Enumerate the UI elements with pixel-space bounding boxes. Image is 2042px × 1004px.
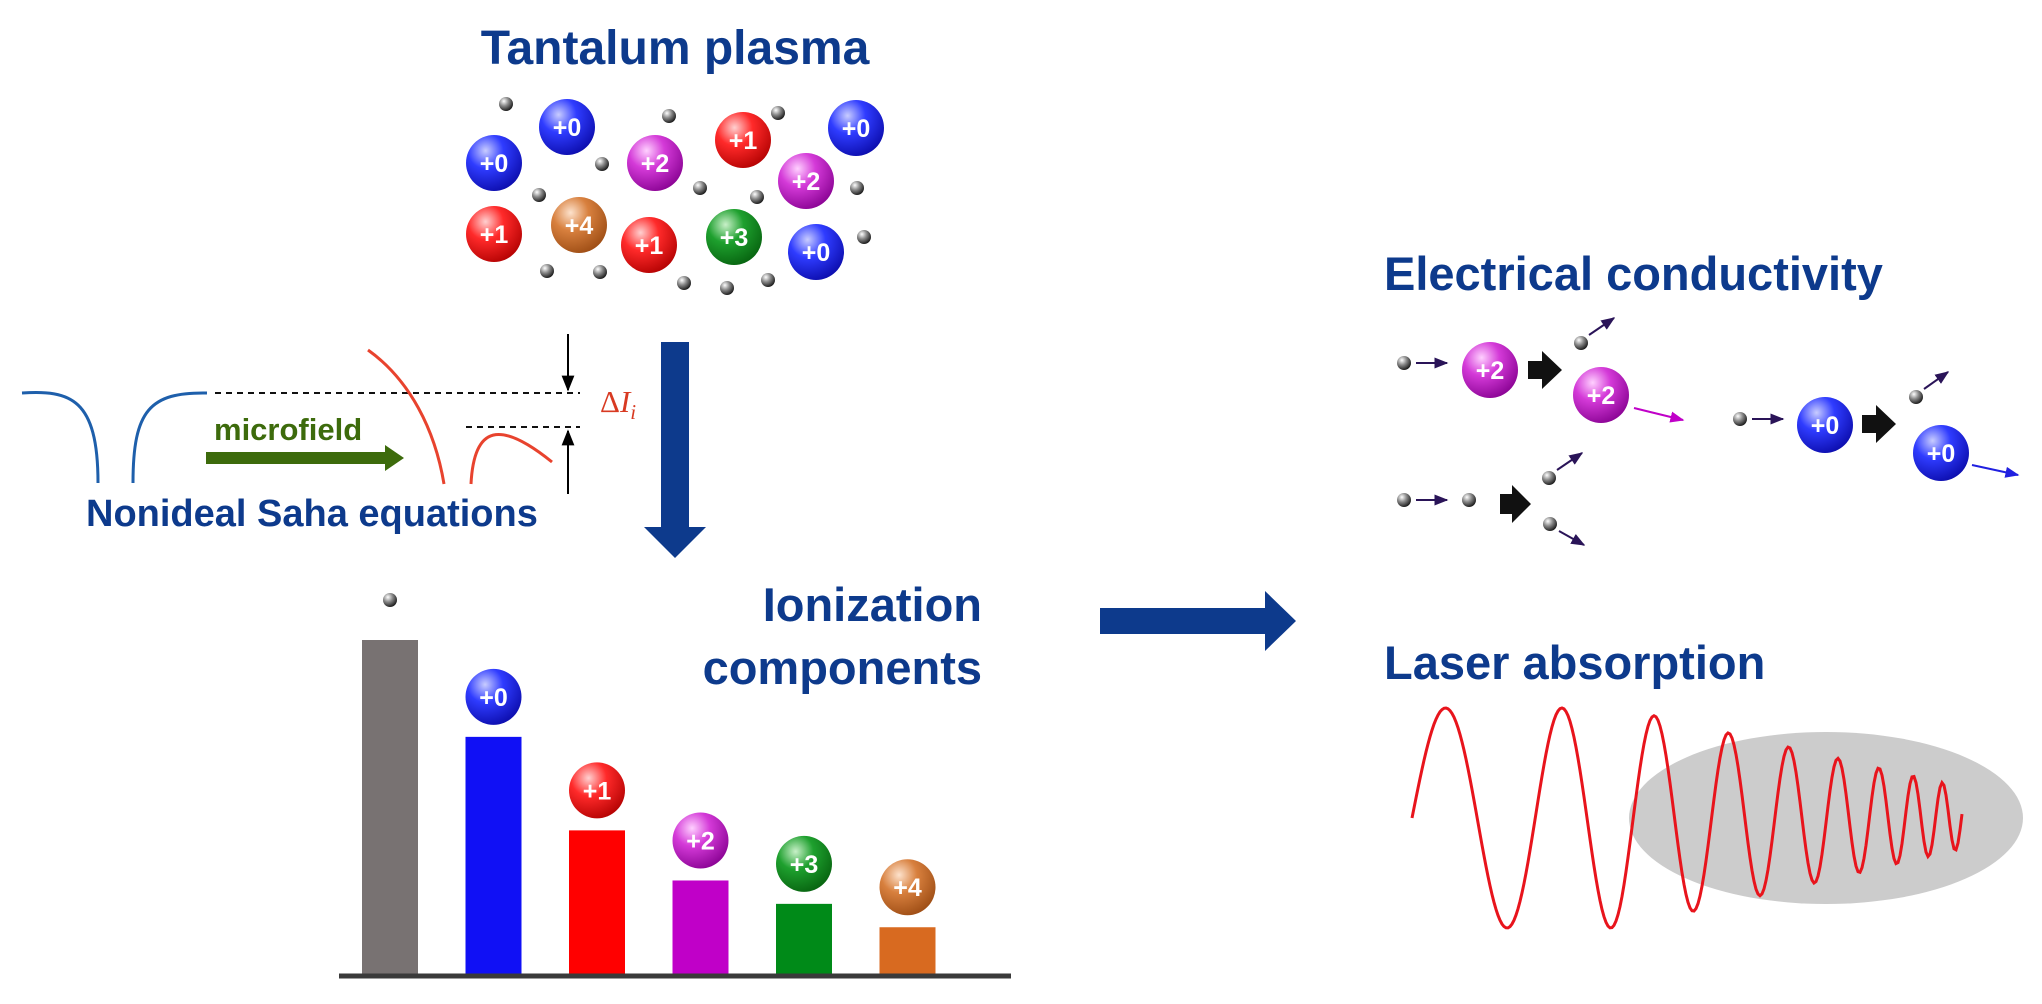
transition-arrow-icon: [1528, 351, 1562, 389]
bar-ion-2: [672, 880, 729, 974]
electron: [540, 264, 554, 278]
transition-arrow-icon: [1500, 485, 1531, 523]
electron: [771, 106, 785, 120]
ion-plus-0: +0: [539, 99, 595, 155]
bar-marker-ion-1: [569, 762, 625, 819]
saha-title: Nonideal Saha equations: [86, 493, 538, 535]
bar-marker-ion-0: [465, 668, 522, 725]
electron: [1397, 493, 1411, 507]
ionization-bar-chart: +0 +1 +2 +3 +4: [362, 593, 936, 974]
ionization-title-line1: Ionization: [763, 578, 982, 631]
electron: [593, 265, 607, 279]
svg-text:+2: +2: [1587, 382, 1616, 410]
electron: [720, 281, 734, 295]
bar-tick-label: +0: [479, 684, 508, 712]
bar-tick-label: +4: [893, 874, 922, 902]
bar-marker-ion-3: [776, 835, 832, 892]
ion-plus-1: +1: [621, 217, 677, 273]
ion-plus-0: +0: [466, 135, 522, 191]
electron: [677, 276, 691, 290]
microfield-barrier-curve: [469, 433, 553, 485]
bar-tick-label: +3: [790, 851, 819, 879]
bar-tick-label: +1: [583, 777, 612, 805]
svg-text:+4: +4: [565, 212, 594, 240]
svg-text:+1: +1: [635, 232, 664, 260]
electron: [1733, 412, 1747, 426]
svg-text:+1: +1: [480, 221, 509, 249]
electron: [532, 188, 546, 202]
electron: [857, 230, 871, 244]
svg-text:+3: +3: [720, 224, 749, 252]
ionization-title-line2: components: [703, 641, 982, 694]
svg-text:+0: +0: [1811, 412, 1840, 440]
down-arrow-icon: [644, 342, 706, 558]
electron: [499, 97, 513, 111]
velocity-arrow: [1971, 464, 2020, 478]
laser-wave: [1410, 706, 1964, 930]
potential-curve: [131, 391, 208, 484]
laser-title: Laser absorption: [1384, 636, 1765, 689]
electron: [750, 190, 764, 204]
bar-marker-electron: [383, 593, 397, 607]
transition-arrow-icon: [1862, 405, 1896, 443]
svg-text:+0: +0: [842, 115, 871, 143]
electron: [693, 181, 707, 195]
right-arrow-icon: [1100, 591, 1296, 651]
ion-plus-2: +2: [627, 135, 683, 191]
electron: [662, 109, 676, 123]
microfield-barrier-curve: [367, 348, 446, 485]
bar-ion-0: [465, 736, 522, 974]
velocity-arrow: [1588, 317, 1616, 336]
svg-text:+2: +2: [792, 168, 821, 196]
microfield-arrow-icon: [206, 445, 404, 471]
svg-text:+0: +0: [480, 150, 509, 178]
potential-curve: [21, 391, 100, 484]
delta-ionization-label: ΔIi: [600, 384, 636, 424]
plasma-cloud: +0 +0 +2 +1 +2 +0 +1 +4 +1 +3 +0: [466, 97, 884, 295]
velocity-arrow: [1558, 530, 1586, 546]
ion-plus-1: +1: [715, 112, 771, 168]
svg-text:+1: +1: [729, 127, 758, 155]
ion-plus-3: +3: [706, 209, 762, 265]
electron: [1543, 517, 1557, 531]
svg-text:+2: +2: [1476, 357, 1505, 385]
collision-electron-electron: [1397, 452, 1586, 546]
electron: [1542, 471, 1556, 485]
conductivity-title: Electrical conductivity: [1384, 247, 1883, 300]
collision-ion-plus-0: +0 +0: [1733, 371, 2020, 481]
ion-plus-0: +0: [788, 224, 844, 280]
electron: [1397, 356, 1411, 370]
bar-ion-1: [569, 830, 625, 974]
svg-text:+2: +2: [641, 150, 670, 178]
velocity-arrow: [1556, 452, 1584, 471]
electron: [1574, 336, 1588, 350]
electron: [850, 181, 864, 195]
electron: [1909, 390, 1923, 404]
microfield-label: microfield: [214, 412, 362, 447]
bar-ion-3: [776, 903, 832, 974]
potential-well-sketch: ΔIi microfield: [21, 334, 636, 494]
svg-text:+0: +0: [553, 114, 582, 142]
ion-plus-0: +0: [828, 100, 884, 156]
bar-electron: [362, 640, 418, 974]
bar-tick-label: +2: [686, 827, 715, 855]
electron: [1462, 493, 1476, 507]
ion-plus-2: +2: [778, 153, 834, 209]
svg-text:+0: +0: [802, 239, 831, 267]
collision-ion-plus-2: +2 +2: [1397, 317, 1685, 423]
velocity-arrow: [1923, 371, 1950, 390]
ion-plus-4: +4: [551, 197, 607, 253]
plasma-title: Tantalum plasma: [481, 22, 870, 75]
bar-marker-ion-2: [672, 812, 729, 869]
bar-ion-4: [879, 927, 936, 974]
ion-plus-1: +1: [466, 206, 522, 262]
bar-marker-ion-4: [879, 859, 936, 916]
velocity-arrow: [1633, 407, 1685, 423]
electron: [595, 157, 609, 171]
svg-text:+0: +0: [1927, 440, 1956, 468]
electron: [761, 273, 775, 287]
